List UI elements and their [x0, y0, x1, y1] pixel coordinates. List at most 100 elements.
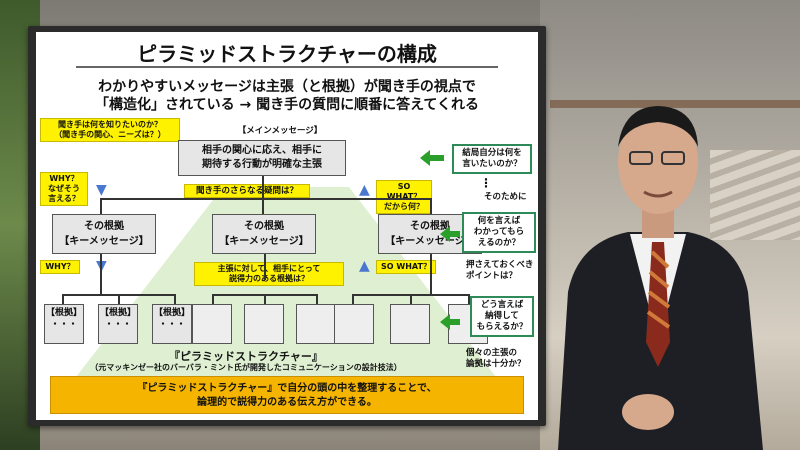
right-question-3: どう言えば 納得して もらえるか？: [470, 296, 534, 337]
connector-drop: [352, 294, 354, 304]
background-stairs: [710, 150, 800, 240]
right-q3-line-1: どう言えば: [480, 300, 524, 310]
caption-title: 『ピラミッドストラクチャー』: [169, 350, 323, 363]
connector-l2-3: [430, 254, 432, 294]
key-point-line-2: ポイントは？: [466, 271, 518, 281]
persuasive-line-2: 説得力のある根拠は？: [229, 274, 309, 283]
green-arrow-tail: [450, 319, 460, 325]
node-title: その根拠: [244, 221, 284, 232]
node-sub: 【キーメッセージ】: [219, 236, 309, 247]
slide-title: ピラミッドストラクチャーの構成: [137, 42, 437, 66]
leaf-dots: ・・・: [158, 320, 186, 330]
node-title: その根拠: [410, 221, 450, 232]
glasses-icon: [661, 151, 685, 165]
green-arrow-icon: [440, 226, 450, 242]
tie-stripes: [646, 250, 671, 329]
persuasive-question-box: 主張に対して、相手にとって 説得力のある根拠は？: [194, 262, 344, 286]
connector-drop: [212, 294, 214, 304]
conclusion-line-2: 論理的で説得力のある伝え方ができる。: [197, 397, 377, 408]
right-question-2: 何を言えば わかってもら えるのか？: [462, 212, 536, 253]
presenter-hands: [622, 394, 674, 430]
presenter-hair: [618, 106, 698, 147]
connector-drop: [316, 294, 318, 304]
background-beam: [550, 100, 800, 108]
title-rule: [76, 66, 498, 68]
up-arrow-icon: ▲: [359, 182, 370, 198]
presenter-neck: [642, 210, 674, 238]
evidence-leaf-empty: [296, 304, 336, 344]
why-line-2: なぜそう: [48, 184, 80, 193]
sowhat-line-1: SO WHAT？: [386, 182, 422, 201]
presenter-figure: [558, 106, 763, 450]
caption-sub: （元マッキンゼー社のバーバラ・ミント氏が開発したコミュニケーションの設計技法）: [90, 363, 402, 372]
leaf-label: 【根拠】: [45, 308, 82, 318]
evidence-leaf-empty: [192, 304, 232, 344]
sowhat-line-2: だから何？: [384, 202, 424, 211]
green-arrow-icon: [440, 314, 450, 330]
further-question-box: 聞き手のさらなる疑問は？: [184, 184, 310, 198]
connector-drop: [468, 294, 470, 304]
why-line-1: WHY？: [49, 174, 79, 183]
node-sub: 【キーメッセージ】: [385, 236, 475, 247]
down-arrow-icon: ▼: [96, 182, 107, 198]
glasses-icon: [629, 151, 653, 165]
up-arrow-icon: ▲: [359, 258, 370, 274]
evidence-leaf-empty: [244, 304, 284, 344]
why-box: WHY？ なぜそう 言える？: [40, 172, 88, 206]
evidence-leaf-empty: [390, 304, 430, 344]
why-small-box: WHY？: [40, 260, 80, 274]
green-arrow-tail: [430, 155, 444, 161]
connector-drop: [264, 294, 266, 304]
sowhat-box: SO WHAT？ だから何？: [376, 180, 432, 214]
node-title: その根拠: [84, 221, 124, 232]
right-q3-line-2: 納得して: [485, 311, 519, 321]
right-q2-line-2: わかってもら: [473, 227, 525, 237]
green-arrow-tail: [450, 231, 460, 237]
node-sub: 【キーメッセージ】: [59, 236, 149, 247]
main-message-label: 【メインメッセージ】: [237, 126, 323, 136]
evidence-leaf-empty: [334, 304, 374, 344]
listener-needs-box: 聞き手は何を知りたいのか？ （聞き手の関心、ニーズは？）: [40, 118, 180, 142]
right-q2-line-3: えるのか？: [477, 238, 521, 248]
evidence-leaf: 【根拠】 ・・・: [152, 304, 192, 344]
listener-needs-line-2: （聞き手の関心、ニーズは？）: [54, 130, 166, 139]
key-point-line-1: 押さえておくべき: [466, 260, 534, 270]
evidence-leaf: 【根拠】 ・・・: [98, 304, 138, 344]
right-q1-line-2: 言いたいのか？: [462, 159, 522, 169]
persuasive-line-1: 主張に対して、相手にとって: [217, 264, 321, 273]
sufficient-note: 個々の主張の 論拠は十分か？: [466, 348, 538, 370]
leaf-dots: ・・・: [104, 320, 132, 330]
key-point-note: 押さえておくべき ポイントは？: [466, 260, 538, 282]
connector-drop: [174, 294, 176, 304]
sufficient-line-1: 個々の主張の: [466, 348, 518, 358]
connector-v1: [100, 198, 102, 214]
right-q2-line-1: 何を言えば: [477, 216, 521, 226]
connector-l2-1: [100, 254, 102, 294]
connector-v3: [430, 198, 432, 214]
evidence-leaf: 【根拠】 ・・・: [44, 304, 84, 344]
dotted-connector: ⋮: [480, 176, 492, 190]
connector-drop: [62, 294, 64, 304]
main-message-line-2: 期待する行動が明確な主張: [202, 159, 322, 170]
key-message-node-1: その根拠 【キーメッセージ】: [52, 214, 156, 254]
sufficient-line-2: 論拠は十分か？: [466, 359, 526, 369]
presenter-mouth: [643, 190, 673, 198]
listener-needs-line-1: 聞き手は何を知りたいのか？: [58, 120, 162, 129]
connector-l2-2: [264, 254, 266, 280]
right-q1-line-1: 結局自分は何を: [462, 148, 522, 158]
right-q3-line-3: もらえるか？: [476, 322, 528, 332]
sowhat-small-box: SO WHAT？: [376, 260, 436, 274]
connector-h1: [100, 198, 432, 200]
conclusion-line-1: 『ピラミッドストラクチャー』で自分の頭の中を整理することで、: [137, 383, 437, 394]
slide: ピラミッドストラクチャーの構成 わかりやすいメッセージは主張（と根拠）が聞き手の…: [36, 32, 538, 420]
subtitle-line-1: わかりやすいメッセージは主張（と根拠）が聞き手の視点で: [98, 79, 476, 95]
conclusion-banner: 『ピラミッドストラクチャー』で自分の頭の中を整理することで、 論理的で説得力のあ…: [50, 376, 524, 414]
presenter-face: [618, 110, 698, 214]
main-message-box: 相手の関心に応え、相手に 期待する行動が明確な主張: [178, 140, 346, 176]
leaf-label: 【根拠】: [99, 308, 136, 318]
why-line-3: 言える？: [48, 194, 80, 203]
connector-main: [262, 176, 264, 198]
connector-v2: [262, 198, 264, 214]
main-message-line-1: 相手の関心に応え、相手に: [202, 145, 322, 156]
right-question-1: 結局自分は何を 言いたいのか？: [452, 144, 532, 174]
